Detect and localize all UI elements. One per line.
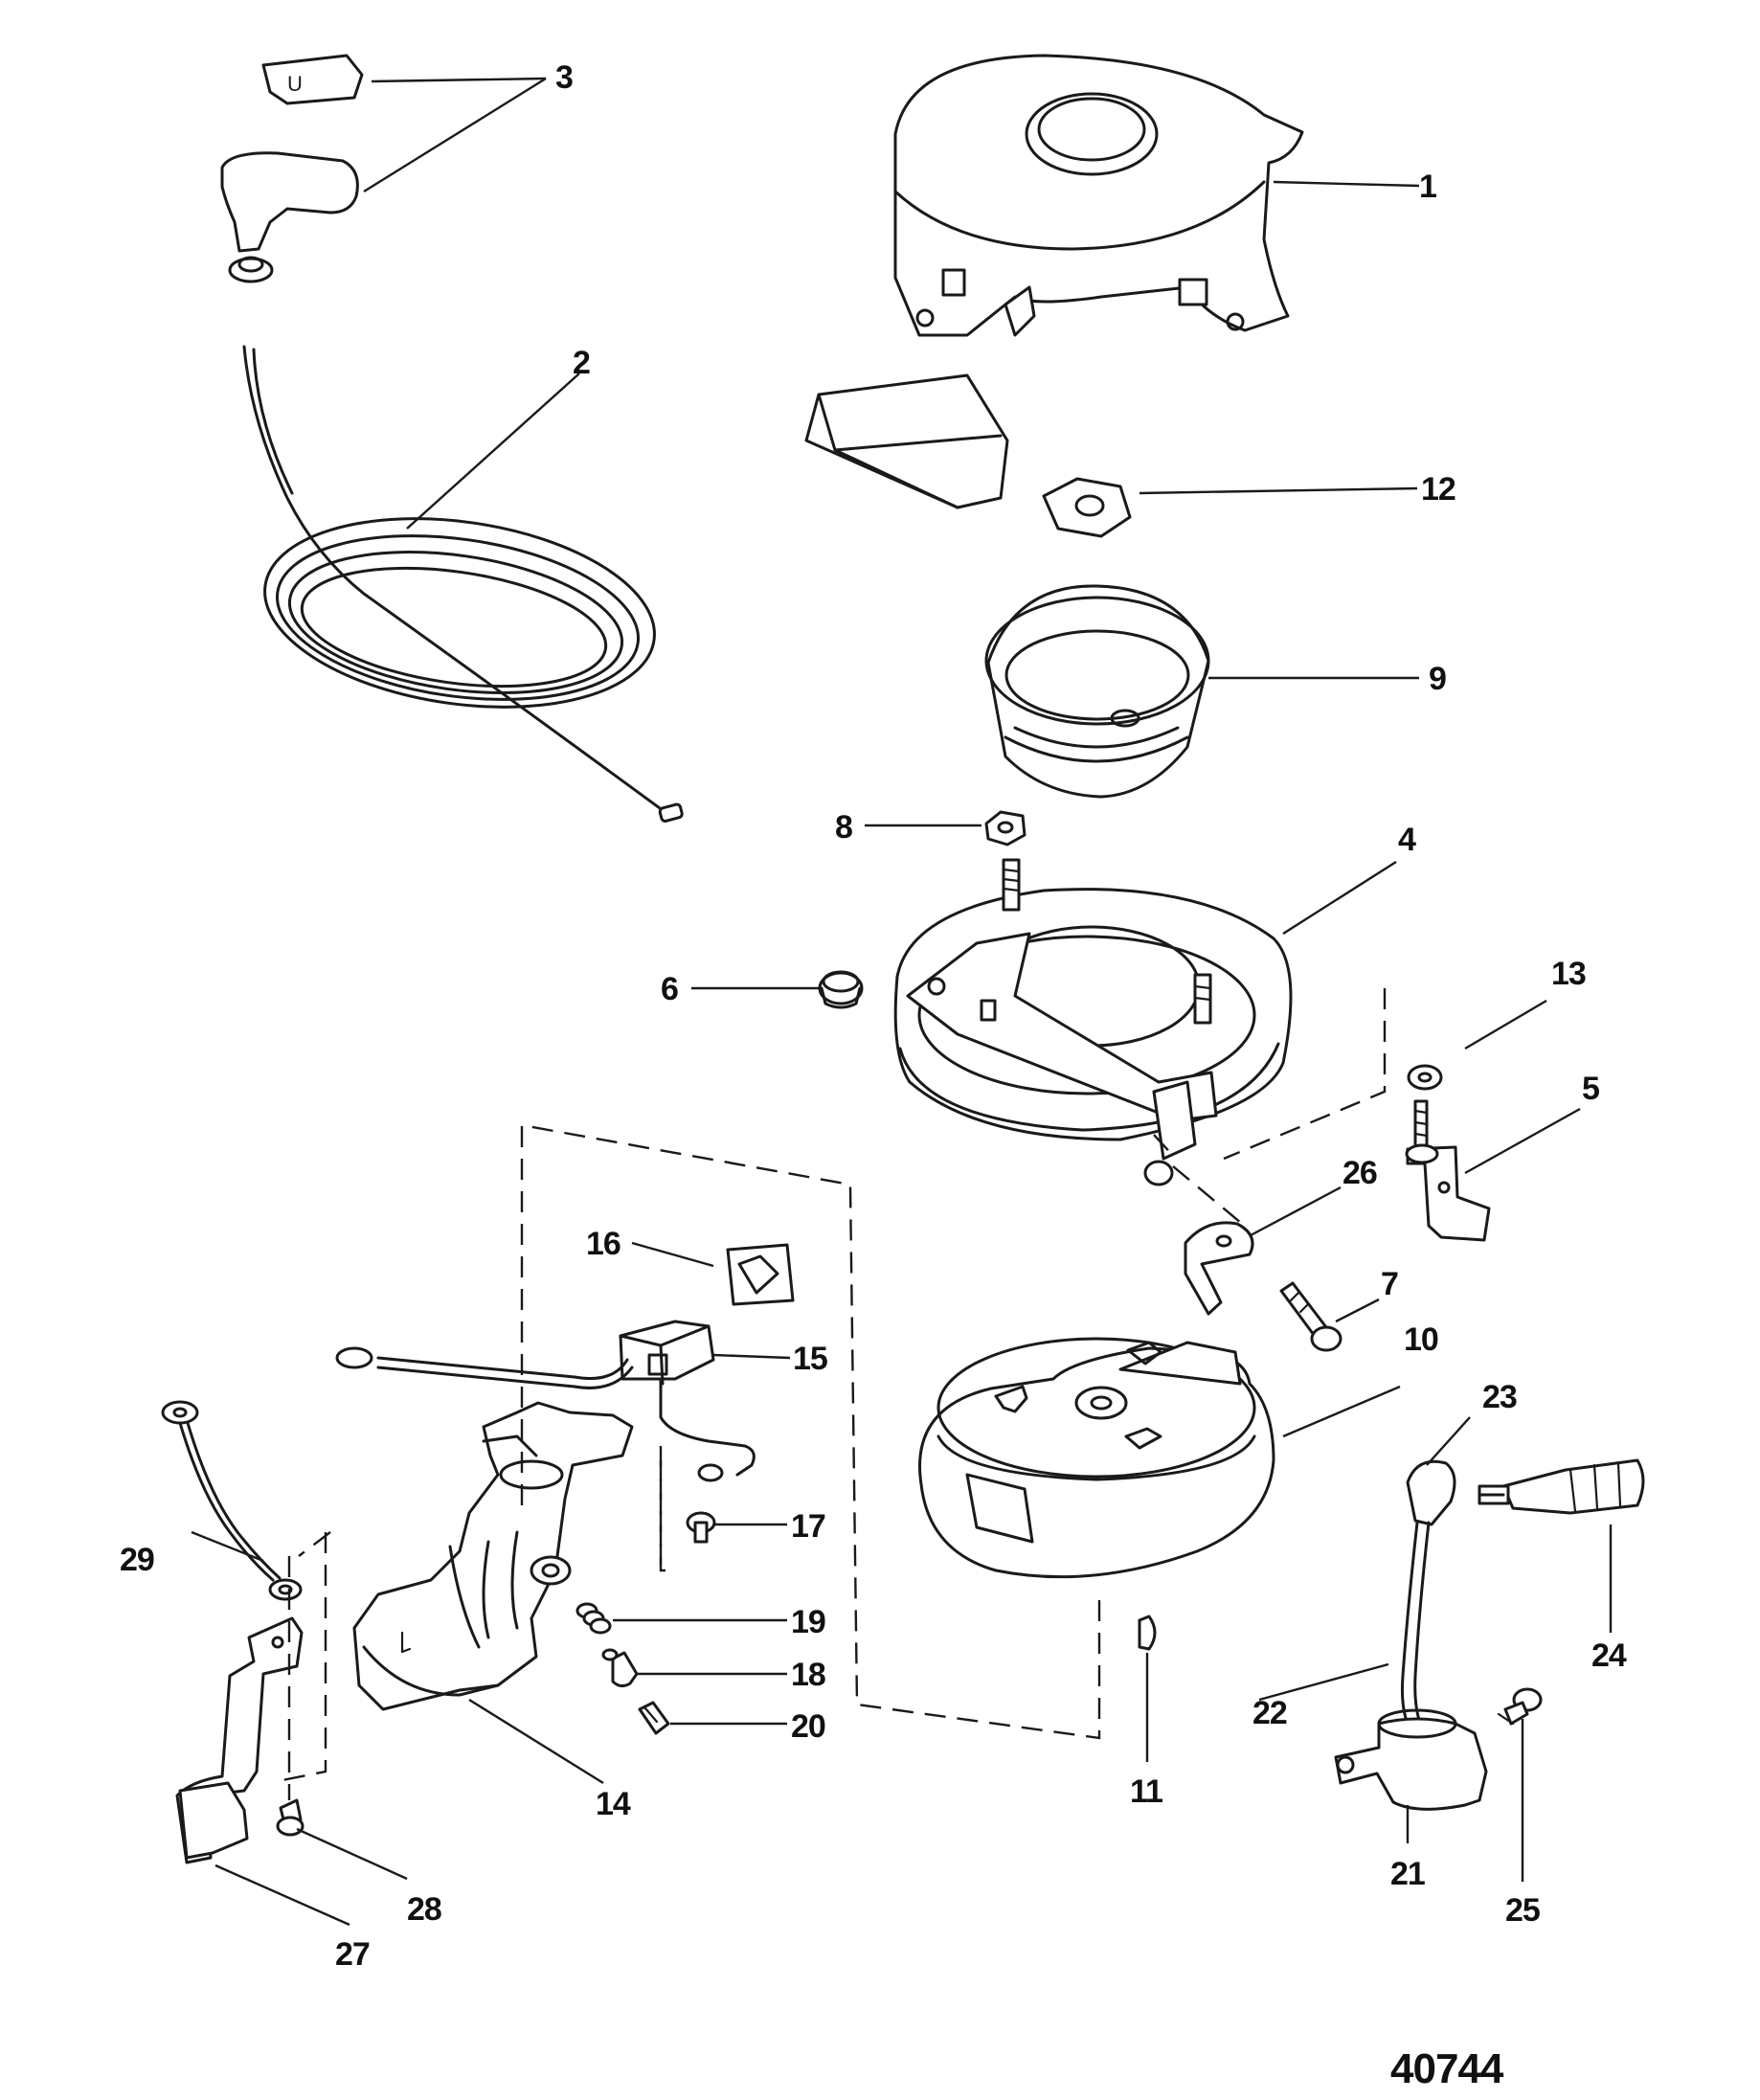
part-16-pad [726,1243,795,1306]
callout-21: 21 [1390,1856,1425,1892]
callout-15: 15 [793,1341,827,1377]
callout-19: 19 [791,1604,825,1640]
part-24-spark-plug [1478,1458,1645,1515]
callout-25: 25 [1505,1892,1540,1929]
callout-labels: 1 2 3 4 5 6 7 8 9 10 11 12 13 14 15 16 1… [120,59,1628,1973]
part-6-grommet [818,970,864,1009]
callout-24: 24 [1591,1637,1627,1674]
callout-16: 16 [586,1226,621,1262]
leader-lines [191,77,1613,1927]
callout-23: 23 [1482,1379,1517,1415]
part-11-key [1138,1615,1157,1651]
part-8-nut [984,810,1027,847]
figure-number: 40744 [1390,2045,1504,2092]
part-17-screw [686,1511,716,1544]
part-10-flywheel [918,1337,1275,1579]
part-22-high-tension-lead [1401,1521,1431,1735]
callout-26: 26 [1343,1155,1377,1191]
callout-2: 2 [573,345,590,381]
part-9-cup [984,584,1210,799]
svg-text:U: U [287,72,303,96]
part-3-starter-handle: U [220,54,364,283]
part-29-ground-lead [161,1400,303,1601]
callout-17: 17 [791,1508,825,1545]
part-26-clip [1184,1221,1254,1316]
callout-20: 20 [791,1708,825,1745]
callout-11: 11 [1130,1773,1162,1810]
part-12-nut [1042,477,1132,538]
part-4-stator [893,858,1293,1186]
part-2-starter-rope [242,345,684,823]
part-13-washer [1407,1064,1443,1091]
part-19-spring [575,1602,612,1635]
callout-10: 10 [1404,1321,1438,1358]
assembly-dashed-lines [277,988,1387,1800]
callout-13: 13 [1551,956,1586,992]
callout-14: 14 [596,1786,631,1822]
callout-1: 1 [1419,169,1436,205]
callout-18: 18 [791,1657,825,1693]
part-20-set-screw [638,1701,670,1735]
callout-12: 12 [1421,471,1455,508]
part-18-plunger [601,1648,639,1688]
callout-5: 5 [1582,1071,1599,1107]
callout-29: 29 [120,1542,154,1578]
part-15-switch-box [335,1320,756,1482]
part-23-spark-plug-cap [1406,1459,1456,1526]
callout-3: 3 [555,59,573,96]
callout-28: 28 [407,1891,441,1928]
callout-7: 7 [1381,1266,1398,1302]
part-7-screw [1279,1281,1343,1352]
part-27-stop-bracket [175,1616,304,1864]
part-5-bracket [1405,1099,1491,1242]
callout-6: 6 [661,971,678,1007]
part-21-ignition-coil [1334,1708,1488,1811]
part-28-screw [276,1798,305,1837]
callout-22: 22 [1252,1695,1287,1731]
callout-4: 4 [1398,822,1416,858]
callout-9: 9 [1429,661,1446,697]
part-25-screw [1497,1687,1543,1726]
callout-27: 27 [335,1936,370,1973]
part-14-cam-bracket [352,1401,634,1711]
callout-8: 8 [835,809,852,846]
part-1-starter-housing [804,54,1304,509]
